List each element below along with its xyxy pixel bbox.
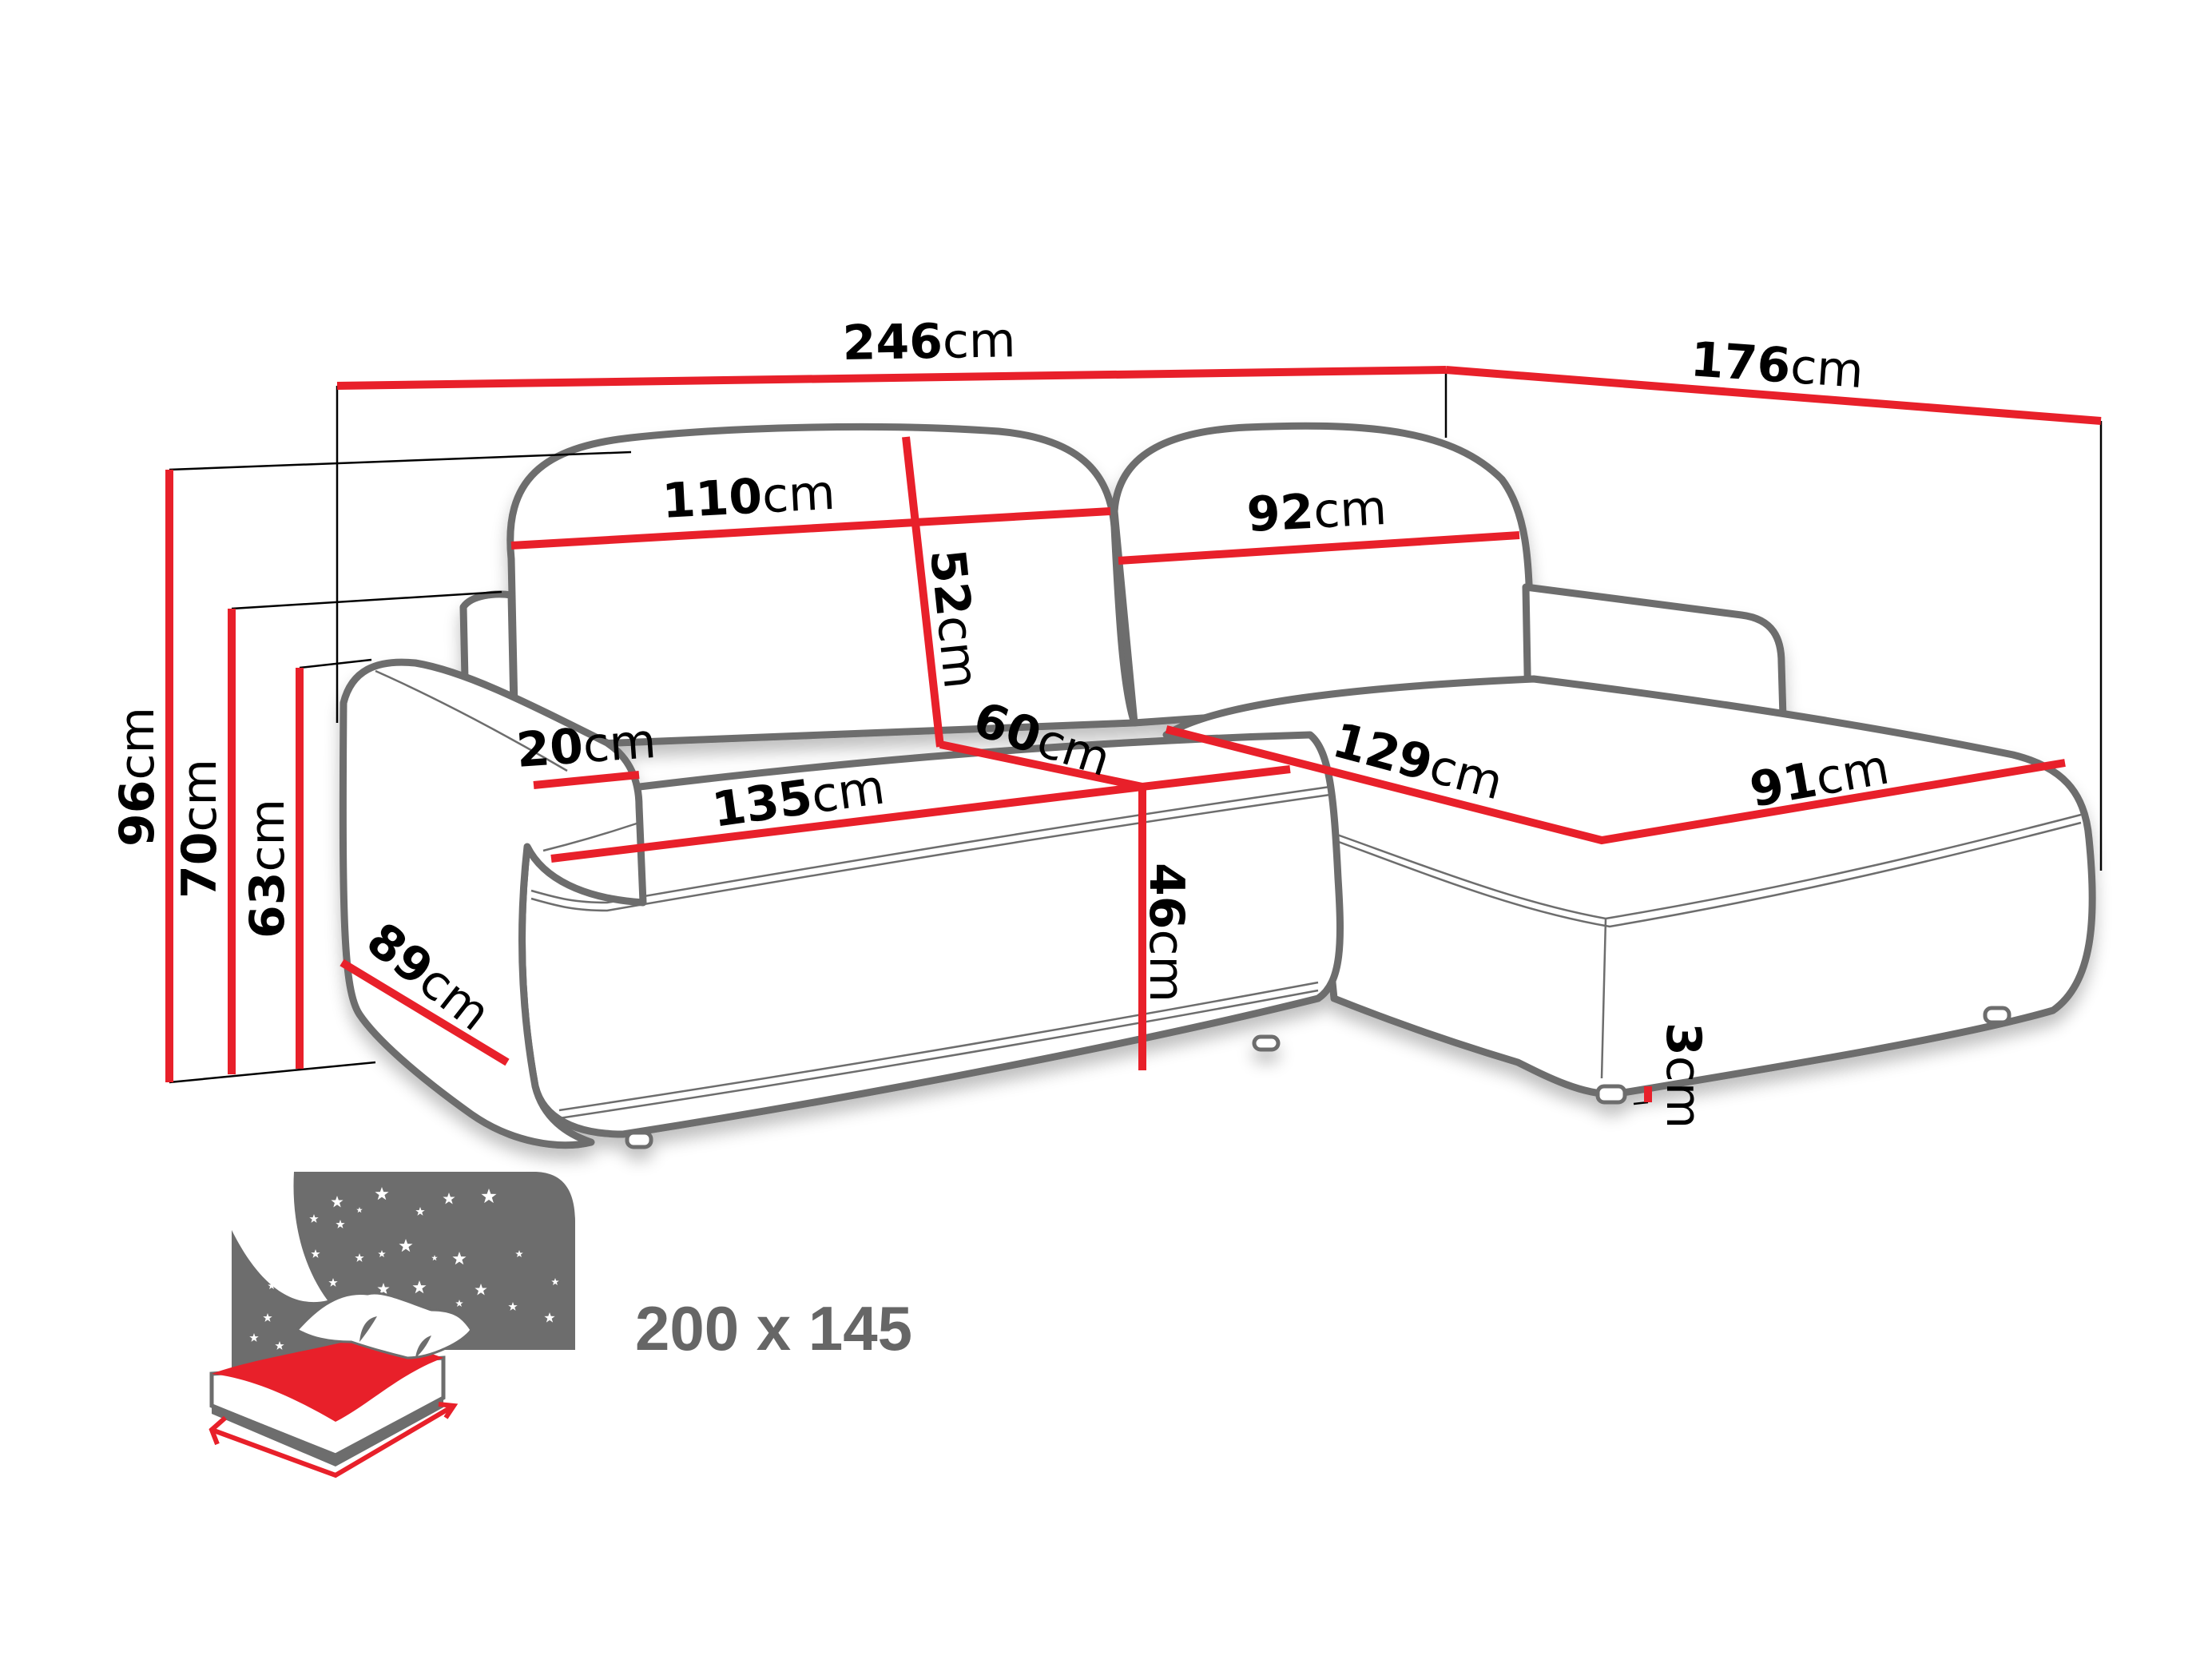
left-back-cushion	[506, 423, 1138, 751]
label-left-back-width: 110cm	[661, 465, 836, 530]
label-right-back-width: 92cm	[1245, 480, 1388, 543]
label-armrest-width: 20cm	[514, 713, 657, 779]
dimline-side-depth	[340, 958, 510, 1066]
dimline-overall-width	[336, 366, 1447, 390]
right-back-cushion	[1110, 422, 1538, 727]
label-seat-height: 46cm	[1138, 863, 1194, 1002]
label-chaise-depth: 176cm	[1689, 331, 1865, 399]
dimline-seat-width	[550, 783, 1143, 863]
sofa-leg	[1252, 1034, 1281, 1052]
sofa-drawing	[339, 422, 2096, 1149]
extension-lines	[169, 370, 2103, 1105]
label-total-height: 96cm	[109, 707, 165, 847]
dimline-left-back-width	[510, 507, 1111, 550]
chaise-seat	[1162, 675, 2096, 1098]
dimline-back-height	[902, 436, 944, 748]
dimline-chaise-depth	[1445, 366, 2102, 425]
label-back-height: 52cm	[919, 546, 989, 691]
label-chaise-width: 91cm	[1745, 739, 1892, 818]
main-seat	[518, 731, 1344, 1138]
label-armrest-height: 70cm	[172, 759, 228, 899]
bed-night-stars-icon	[208, 1172, 575, 1478]
label-armrest-height-front: 63cm	[240, 799, 296, 939]
sofa-leg	[1595, 1084, 1627, 1105]
dimline-right-back-width	[1118, 531, 1520, 565]
dimline-chaise	[1165, 725, 2066, 845]
bed-width-arrow	[210, 1403, 455, 1478]
dimline-armrest-width	[533, 771, 640, 789]
sleeping-area-label: 200 x 145	[635, 1293, 912, 1363]
dimension-lines	[165, 366, 2102, 1102]
label-leg-height: 3cm	[1655, 1022, 1711, 1129]
mattress-bottom	[212, 1396, 443, 1467]
sofa-leg	[625, 1130, 653, 1149]
sofa-leg	[1983, 1006, 2011, 1025]
mattress-top-red	[212, 1334, 443, 1422]
label-seat-width: 135cm	[709, 759, 888, 838]
label-overall-width: 246cm	[842, 312, 1016, 371]
